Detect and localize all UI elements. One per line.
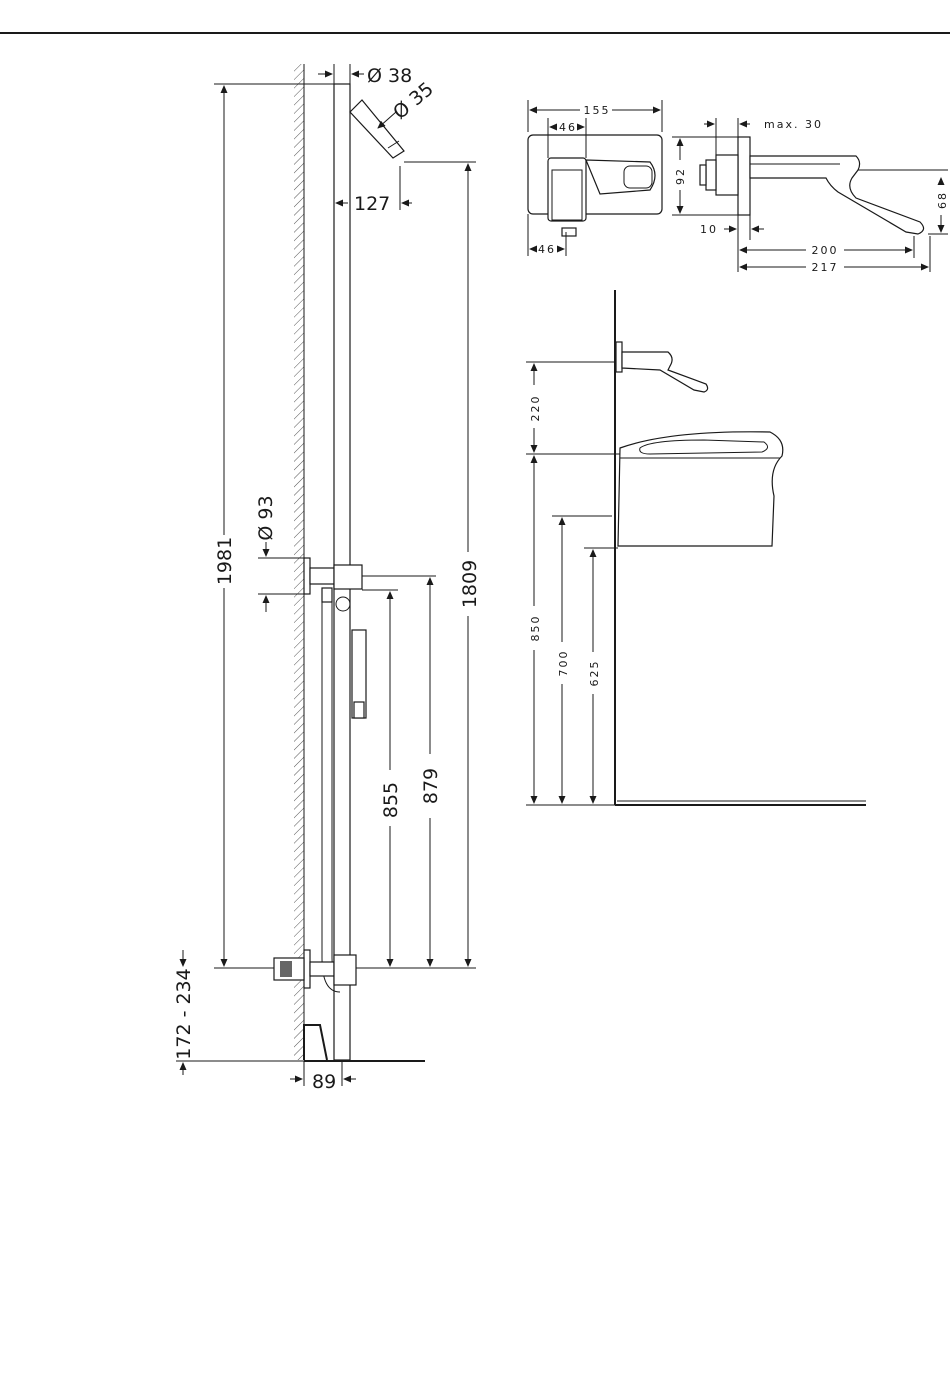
dim-rail-diameter: Ø 38 (367, 65, 412, 87)
dim-spout-reach: 200 (812, 244, 839, 257)
dim-plate-width: 155 (584, 104, 611, 117)
dim-handle-offset-top: 46 (559, 121, 577, 134)
mixer-side-view: max. 30 92 68 10 200 217 (672, 118, 949, 274)
basin-icon (618, 432, 783, 546)
dim-floor-range: 172 - 234 (173, 968, 195, 1059)
mixer-front-view: 155 46 46 (528, 100, 662, 256)
dim-handle-offset-bottom: 46 (538, 243, 556, 256)
dim-basin-height-700: 700 (557, 650, 570, 677)
dim-head-offset: 127 (354, 193, 390, 215)
lower-wall-flange (304, 950, 310, 988)
dim-plate-height: 92 (674, 167, 687, 185)
dim-total-height: 1981 (214, 537, 236, 585)
dim-basin-bottom-height: 625 (588, 660, 601, 687)
dim-bracket-height-879: 879 (420, 768, 442, 804)
dim-max-depth: max. 30 (764, 118, 823, 131)
upper-wall-flange (304, 558, 310, 594)
wall-hatch (294, 64, 304, 1060)
dim-wall-gap: 10 (700, 223, 718, 236)
dim-head-height: 1809 (459, 560, 481, 608)
dim-bracket-height-855: 855 (380, 782, 402, 818)
basin-installation-drawing: 220 850 700 625 (526, 290, 866, 805)
dim-spout-drop: 68 (936, 191, 949, 209)
spout-icon (750, 156, 924, 234)
dim-basin-rim-height: 850 (529, 615, 542, 642)
shower-system-drawing: 1981 Ø 38 Ø 35 127 1809 879 855 (173, 64, 481, 1093)
dim-flange-diameter: Ø 93 (255, 495, 277, 540)
dim-spout-above-basin: 220 (529, 395, 542, 422)
faucet-icon (622, 352, 708, 392)
dim-wall-depth: 89 (312, 1071, 336, 1093)
dim-total-reach: 217 (812, 261, 839, 274)
